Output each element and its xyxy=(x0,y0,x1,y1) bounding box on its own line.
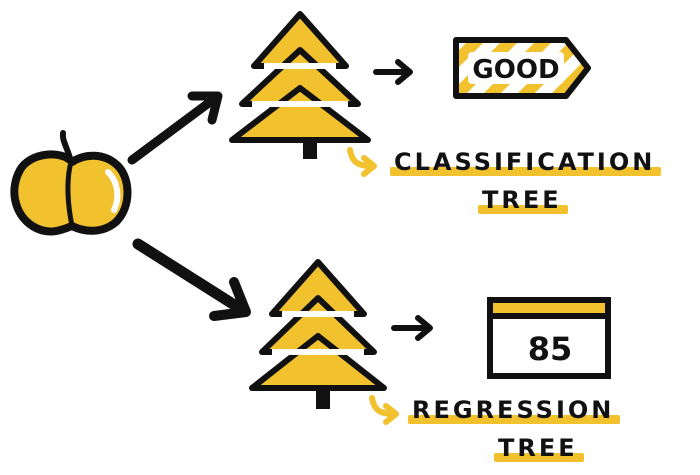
regression-tree-label-line2: TREE xyxy=(494,434,584,462)
classification-tree-label-line2: TREE xyxy=(478,186,568,214)
arrow-icon xyxy=(391,315,433,341)
regression-tree-label-line1: REGRESSION xyxy=(407,396,621,424)
curved-arrow-icon xyxy=(347,147,377,177)
arrow-to-classification-tree xyxy=(127,91,223,165)
regression-output-value: 85 xyxy=(528,330,573,368)
arrow-icon xyxy=(373,59,413,85)
classification-tree-label-line1: CLASSIFICATION xyxy=(389,148,662,176)
tree-icon xyxy=(249,259,387,409)
classification-output-value: GOOD xyxy=(472,55,559,85)
curved-arrow-icon xyxy=(369,395,399,425)
window-icon: 85 xyxy=(487,297,611,379)
tree-icon xyxy=(229,11,371,159)
arrow-to-regression-tree xyxy=(132,238,251,321)
tag-icon: GOOD xyxy=(453,37,591,99)
apple-icon xyxy=(10,130,132,236)
